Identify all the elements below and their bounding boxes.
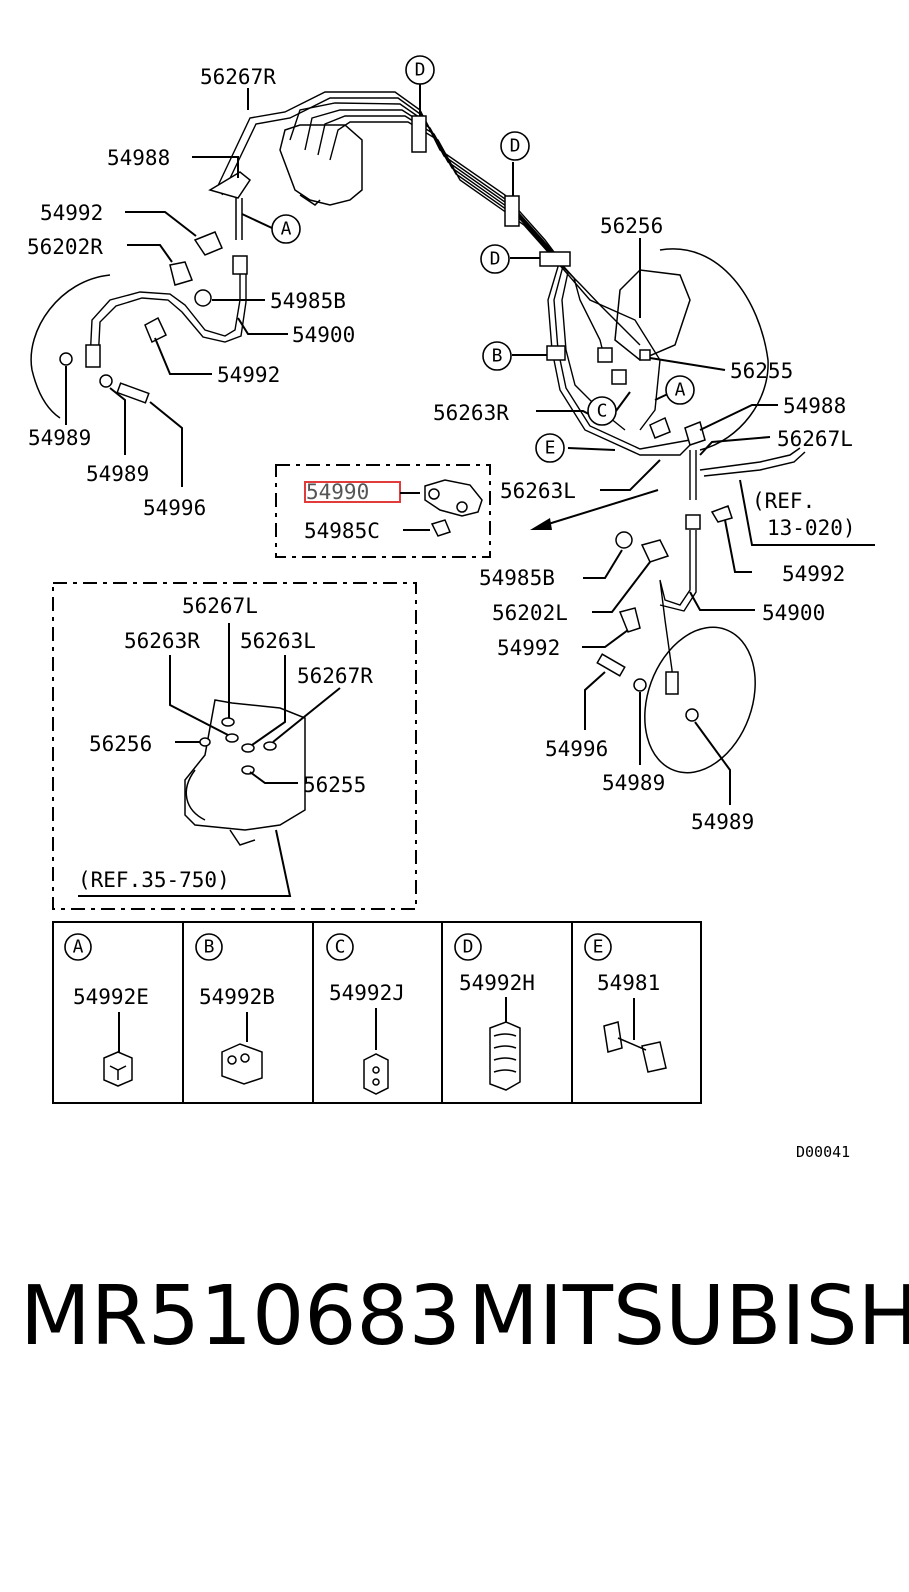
label-54988-left: 54988: [107, 146, 170, 170]
label-56263R: 56263R: [433, 401, 509, 425]
brand-name: MITSUBISHI: [468, 1269, 909, 1364]
label-54900-left: 54900: [292, 323, 355, 347]
svg-text:D: D: [490, 249, 501, 270]
label-54992-right-2: 54992: [497, 636, 560, 660]
leader-lines: [65, 88, 875, 805]
label-54985C: 54985C: [304, 519, 380, 543]
right-abs-connectors: [597, 347, 706, 446]
label-56202L: 56202L: [492, 601, 568, 625]
label-54992-left-1: 54992: [40, 201, 103, 225]
callout-c: C: [587, 396, 617, 426]
label-54989-left-1: 54989: [28, 426, 91, 450]
svg-text:C: C: [335, 937, 346, 958]
label-54985B-right: 54985B: [479, 566, 555, 590]
svg-text:54981: 54981: [597, 971, 660, 995]
svg-text:A: A: [675, 380, 686, 401]
clip-d-low: [510, 251, 571, 267]
inset-label-56267L: 56267L: [182, 594, 258, 618]
inset-label-56267R: 56267R: [297, 664, 373, 688]
callout-d-2: D: [500, 131, 530, 161]
legend-cell-d: D 54992H: [454, 933, 535, 1091]
label-54992-left-2: 54992: [217, 363, 280, 387]
drawing-code: D00041: [796, 1143, 850, 1161]
svg-text:54992J: 54992J: [329, 981, 405, 1005]
brake-line-diagram: D D D B C E A A 56267R 54988 54992 56202…: [27, 55, 875, 1161]
inset-label-ref: (REF.35-750): [78, 868, 230, 892]
label-54996-right: 54996: [545, 737, 608, 761]
label-54989-left-2: 54989: [86, 462, 149, 486]
legend-cell-a: A 54992E: [64, 933, 149, 1087]
label-56267R-top: 56267R: [200, 65, 276, 89]
left-wheel-assembly: [30, 171, 252, 419]
svg-text:54992H: 54992H: [459, 971, 535, 995]
callout-a-left: A: [271, 214, 301, 244]
label-54990: 54990: [306, 480, 369, 504]
clip-d-mid: [504, 162, 520, 227]
svg-text:A: A: [281, 219, 292, 240]
svg-text:D: D: [463, 937, 474, 958]
clip-b: [512, 345, 566, 361]
legend-table: [52, 921, 702, 1104]
svg-text:54992E: 54992E: [73, 985, 149, 1009]
label-54985B-left: 54985B: [270, 289, 346, 313]
legend-cell-c: C 54992J: [326, 933, 405, 1095]
abs-unit-sketch-top: [279, 124, 363, 206]
clip-d-top: [411, 84, 427, 153]
svg-text:C: C: [597, 401, 608, 422]
svg-text:E: E: [545, 438, 556, 459]
callout-d-1: D: [405, 55, 435, 85]
svg-text:B: B: [204, 937, 215, 958]
svg-text:54992B: 54992B: [199, 985, 275, 1009]
brake-tube-bundle: [214, 91, 701, 456]
label-54900-right: 54900: [762, 601, 825, 625]
label-ref-13-b: 13-020): [767, 516, 856, 540]
callout-b: B: [482, 341, 512, 371]
legend-cell-b: B 54992B: [195, 933, 275, 1085]
label-56202R: 56202R: [27, 235, 103, 259]
label-56255: 56255: [730, 359, 793, 383]
label-56263L: 56263L: [500, 479, 576, 503]
inset-label-56256: 56256: [89, 732, 152, 756]
inset-label-56263L: 56263L: [240, 629, 316, 653]
svg-text:E: E: [593, 937, 604, 958]
callout-e: E: [535, 433, 565, 463]
abs-inset: [52, 582, 417, 910]
svg-text:B: B: [492, 346, 503, 367]
label-54989-right-2: 54989: [691, 810, 754, 834]
right-wheel-assembly: [596, 447, 806, 774]
booster-sketch: [614, 248, 769, 451]
svg-text:D: D: [415, 60, 426, 81]
inset-label-56263R: 56263R: [124, 629, 200, 653]
label-54989-right-1: 54989: [602, 771, 665, 795]
legend-cell-e: E 54981: [584, 933, 667, 1073]
direction-arrow: [530, 489, 659, 530]
label-54988-right: 54988: [783, 394, 846, 418]
caption: MR510683 MITSUBISHI: [0, 1262, 909, 1372]
detail-box-54990: [275, 464, 491, 558]
callout-d-3: D: [480, 244, 510, 274]
label-56267L: 56267L: [777, 427, 853, 451]
inset-label-56255: 56255: [303, 773, 366, 797]
svg-text:A: A: [73, 937, 84, 958]
label-54996-left: 54996: [143, 496, 206, 520]
part-number: MR510683: [20, 1269, 461, 1364]
label-54992-right-1: 54992: [782, 562, 845, 586]
label-ref-13-a: (REF.: [752, 489, 815, 513]
callout-a-right: A: [665, 375, 695, 405]
label-56256: 56256: [600, 214, 663, 238]
svg-text:D: D: [510, 136, 521, 157]
